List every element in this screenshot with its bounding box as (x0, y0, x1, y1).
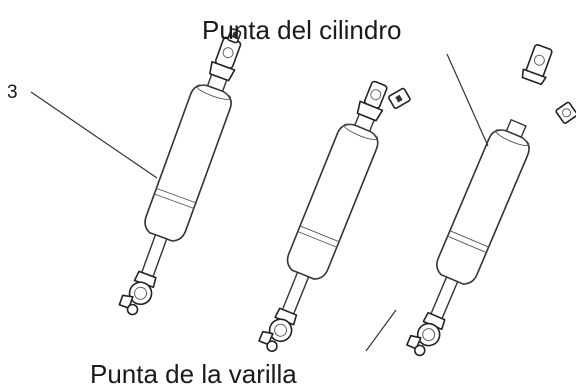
ball-joint-fitting-icon (521, 44, 553, 86)
part-number-leader (30, 91, 158, 179)
clip-fitting-icon (555, 101, 576, 124)
clip-fitting-icon (388, 87, 411, 109)
gas-strut-icon (399, 113, 539, 365)
rod-tip-leader (365, 309, 397, 352)
gas-strut-icon (112, 25, 249, 323)
cylinder-tip-label: Punta del cilindro (202, 15, 401, 45)
rod-tip-label: Punta de la varilla (90, 359, 297, 388)
part-number-label: 3 (7, 82, 18, 103)
gas-strut-icon (251, 78, 393, 361)
cylinder-tip-leader (446, 53, 489, 147)
